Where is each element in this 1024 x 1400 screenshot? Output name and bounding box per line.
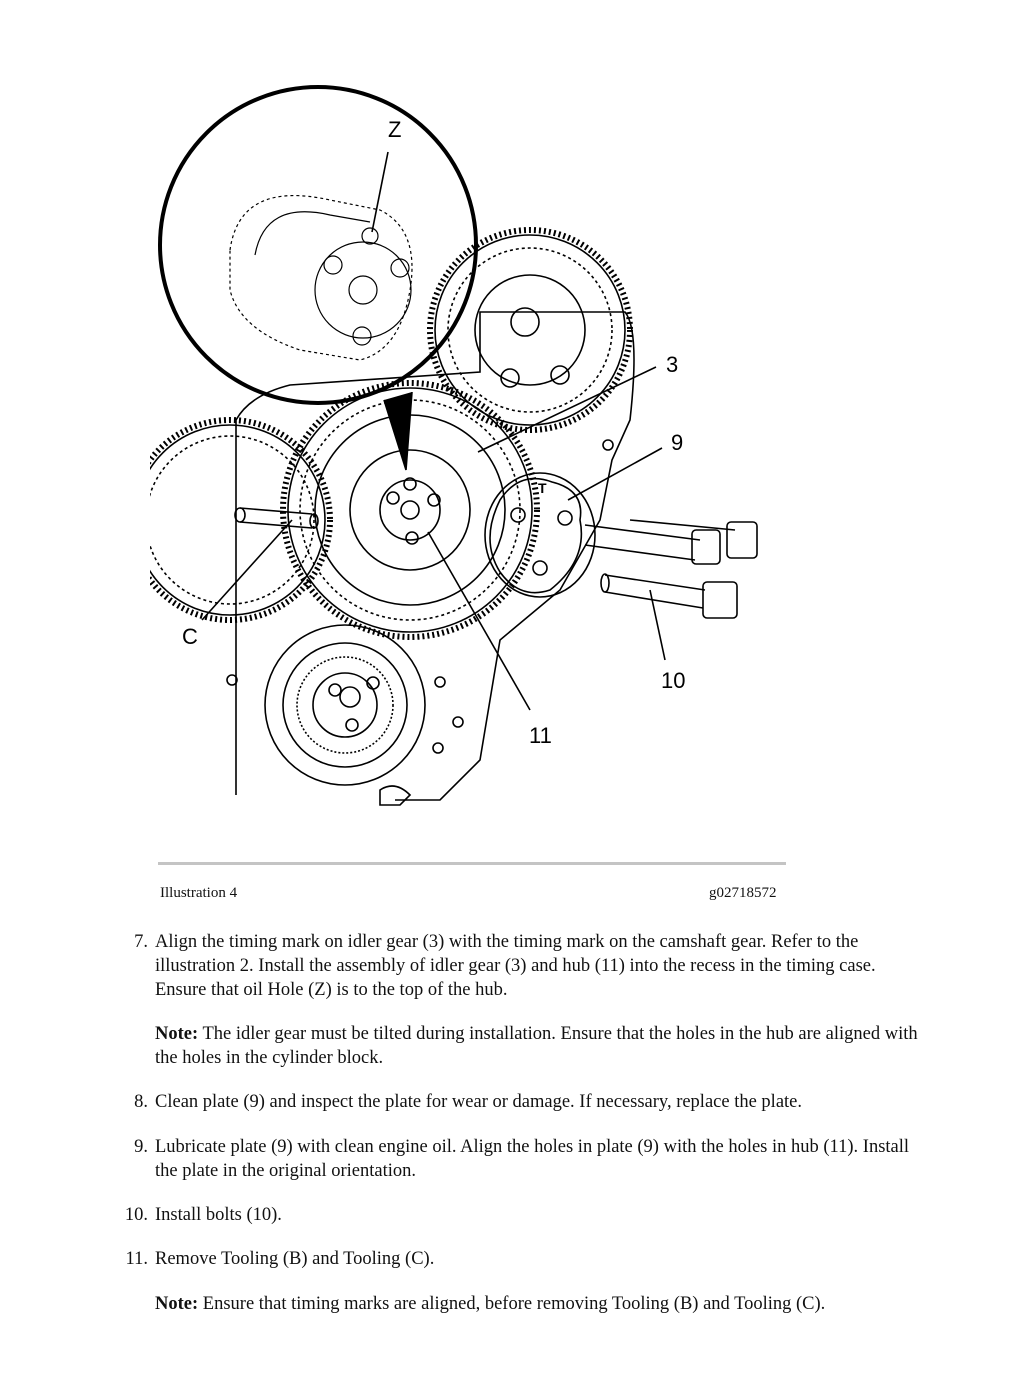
step-text: Remove Tooling (B) and Tooling (C).: [155, 1249, 435, 1269]
step-number: 8.: [134, 1092, 148, 1112]
callout-c: C: [182, 624, 198, 649]
detail-magnifier: [158, 85, 478, 405]
leader-9: [567, 447, 663, 501]
timing-case-outline: [235, 311, 635, 801]
left-gear: [150, 424, 326, 616]
leader-z: [371, 151, 389, 233]
idler-gear: [287, 387, 533, 633]
callout-z: Z: [388, 117, 401, 142]
leader-3: [477, 366, 657, 453]
step-number: 9.: [134, 1137, 148, 1157]
plate-timing-mark: T: [538, 480, 547, 496]
step-number: 7.: [134, 932, 148, 952]
callout-11: 11: [529, 723, 552, 748]
hub-detail: [314, 241, 412, 339]
note-label: Note:: [155, 1294, 199, 1314]
note-text: The idler gear must be tilted during ins…: [155, 1024, 918, 1068]
hub: [379, 479, 441, 541]
leader-11: [427, 531, 531, 711]
step-text: Install bolts (10).: [155, 1205, 282, 1225]
note-label: Note:: [155, 1024, 199, 1044]
note-block: Note: Ensure that timing marks are align…: [155, 1292, 925, 1316]
caption-divider: [158, 862, 786, 865]
illustration-code: g02718572: [709, 885, 777, 901]
step-text: Clean plate (9) and inspect the plate fo…: [155, 1092, 803, 1112]
leader-10: [649, 589, 666, 661]
step-text: Lubricate plate (9) with clean engine oi…: [155, 1137, 910, 1181]
step-number: 10.: [124, 1205, 148, 1225]
tooling-pin: [239, 507, 313, 529]
camshaft-gear: [434, 234, 626, 426]
callout-9: 9: [671, 430, 683, 455]
step-text: Align the timing mark on idler gear (3) …: [155, 932, 876, 1000]
leader-c: [201, 519, 293, 621]
engine-timing-illustration: T Z 3 9 C 10 11: [150, 85, 758, 806]
note-block: Note: The idler gear must be tilted duri…: [155, 1022, 925, 1070]
callout-10: 10: [661, 668, 685, 693]
plate: [489, 477, 583, 594]
note-text: Ensure that timing marks are aligned, be…: [202, 1294, 826, 1314]
bolts: [584, 519, 758, 619]
illustration-caption: Illustration 4: [160, 885, 238, 901]
crankshaft-pulley: [264, 624, 426, 786]
callout-3: 3: [666, 352, 678, 377]
step-number: 11.: [125, 1249, 148, 1269]
